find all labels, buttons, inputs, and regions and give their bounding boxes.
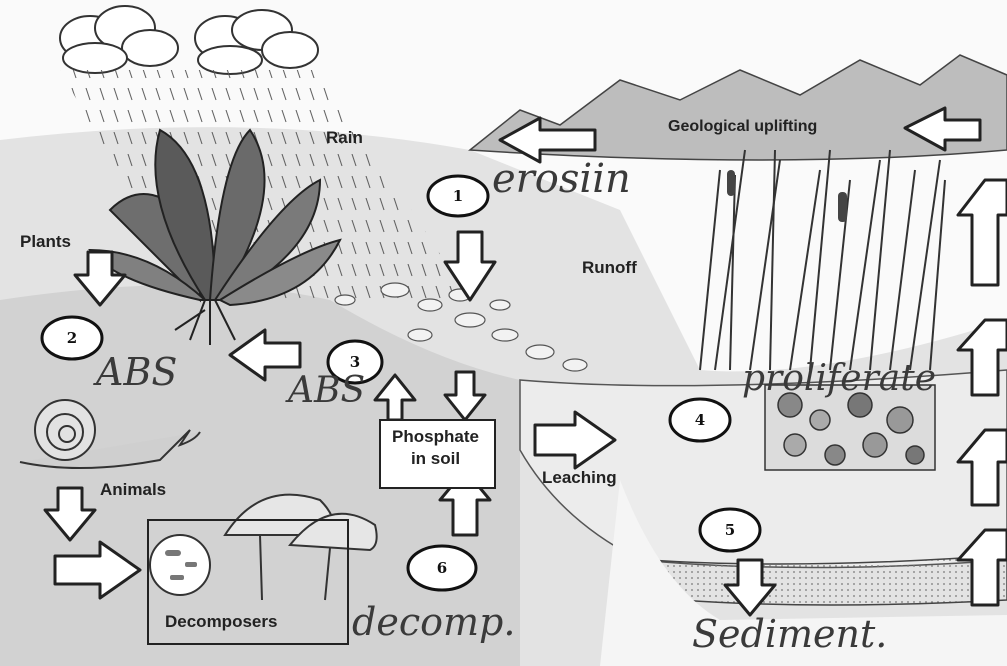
phosphate-label-line2: in soil [380, 448, 491, 470]
step-6-number: 6 [424, 554, 460, 582]
phosphate-label-line1: Phosphate [380, 426, 491, 448]
label-rain: Rain [326, 128, 363, 148]
microbe-icon [150, 535, 210, 595]
handwriting-sediment: Sediment. [692, 612, 887, 656]
label-runoff: Runoff [582, 258, 637, 278]
label-plants: Plants [20, 232, 71, 252]
step-1-number: 1 [440, 182, 476, 210]
step-4-number: 4 [682, 406, 718, 434]
label-decomposers: Decomposers [165, 612, 277, 632]
handwriting-proliferate: proliferate [742, 358, 936, 399]
phosphate-in-soil-box: Phosphate in soil [380, 420, 491, 490]
label-animals: Animals [100, 480, 166, 500]
handwriting-abs-center: ABS [288, 370, 365, 411]
handwriting-abs-left: ABS [96, 350, 177, 394]
step-5-number: 5 [712, 516, 748, 544]
handwriting-erosion: erosiin [492, 156, 631, 202]
step-2-number: 2 [54, 324, 90, 352]
label-geological-uplifting: Geological uplifting [668, 118, 817, 136]
handwriting-decomp: decomp. [352, 600, 515, 644]
label-leaching: Leaching [542, 468, 617, 488]
